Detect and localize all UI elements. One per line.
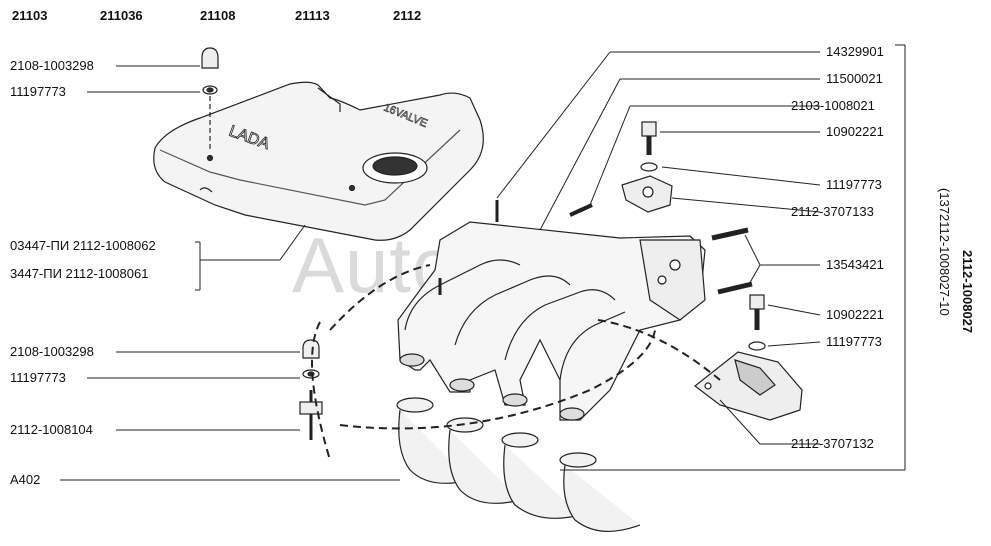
model-21108: 21108 <box>200 8 236 23</box>
label-stud: 2112-1008104 <box>10 422 93 437</box>
label-washer-bottom: 11197773 <box>10 370 66 385</box>
label-cover-a: 03447-ПИ 2112-1008062 <box>10 238 156 253</box>
label-hose: A402 <box>10 472 41 487</box>
label-cover-b: 3447-ПИ 2112-1008061 <box>10 266 149 281</box>
model-2112: 2112 <box>393 8 422 23</box>
cap-nut-top <box>201 47 219 69</box>
cap-nut-bottom <box>302 339 320 359</box>
label-washer-top: 11197773 <box>10 84 66 99</box>
label-nut-bottom: 2108-1003298 <box>10 344 94 359</box>
label-r4: 10902221 <box>826 124 884 139</box>
label-r3: 2103-1008021 <box>791 98 875 113</box>
model-21103: 21103 <box>12 8 48 23</box>
stud-lower <box>717 281 753 295</box>
label-r10: 2112-3707132 <box>791 436 874 451</box>
label-assembly: 2112-1008027 <box>960 250 975 334</box>
model-211036: 211036 <box>100 8 143 23</box>
stud-upper <box>711 227 749 241</box>
label-r6: 2112-3707133 <box>791 204 874 219</box>
engine-cover <box>153 81 484 241</box>
model-21113: 21113 <box>295 8 330 23</box>
label-r1: 14329901 <box>826 44 884 59</box>
label-r7: 13543421 <box>826 257 884 272</box>
label-r9: 11197773 <box>826 334 882 349</box>
label-r2: 11500021 <box>826 71 883 86</box>
label-r5: 11197773 <box>826 177 882 192</box>
label-assembly-alt: (1372112-1008027-10 <box>937 188 952 316</box>
hose-set <box>396 397 641 533</box>
label-nut-top: 2108-1003298 <box>10 58 94 73</box>
label-r8: 10902221 <box>826 307 884 322</box>
